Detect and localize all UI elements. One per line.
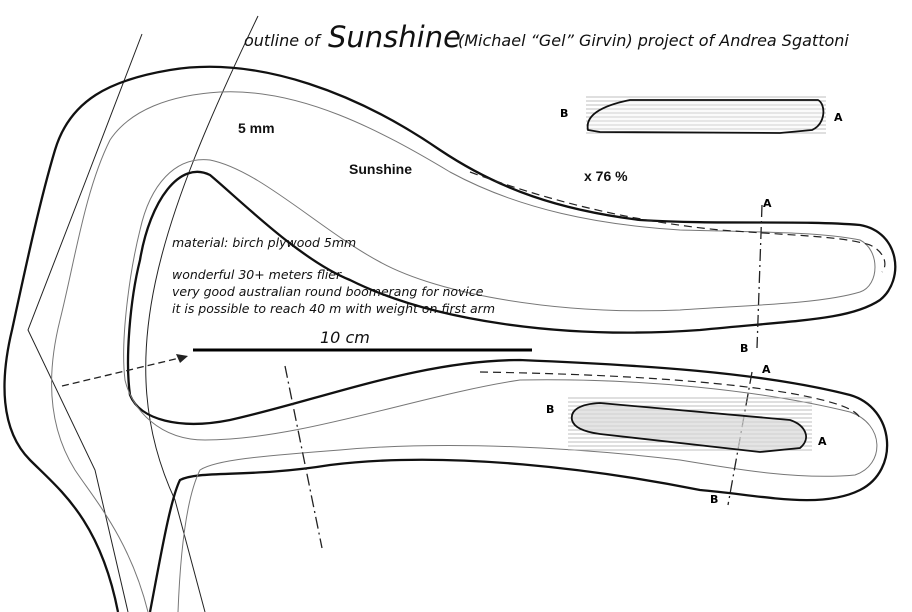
construction-line-right — [145, 15, 259, 612]
thickness-label: 5 mm — [238, 120, 275, 136]
label-lower-cut-a: A — [762, 363, 771, 376]
label-upper-cut-a: A — [763, 197, 772, 210]
note-line-2: very good australian round boomerang for… — [172, 284, 484, 299]
section-line-upper-a-b — [756, 204, 763, 349]
scale-label: x 76 % — [584, 168, 628, 184]
boomerang-outer-outline — [3, 65, 897, 612]
label-profile-bottom-a: A — [818, 435, 827, 448]
title-suffix: (Michael “Gel” Girvin) project of Andrea… — [458, 31, 849, 50]
dashed-edge-lines — [469, 171, 886, 419]
title-prefix: outline of — [244, 31, 320, 50]
label-profile-bottom-b: B — [546, 403, 554, 416]
note-material: material: birch plywood 5mm — [172, 235, 357, 250]
label-profile-top-a: A — [834, 111, 843, 124]
dashed-edge-lower — [479, 371, 861, 419]
construction-line-left — [27, 33, 143, 612]
label-lower-cut-b: B — [710, 493, 718, 506]
section-letters: B A B A A B A B — [546, 107, 843, 506]
title-name: Sunshine — [328, 20, 461, 54]
note-line-1: wonderful 30+ meters flier — [172, 267, 342, 282]
note-line-3: it is possible to reach 40 m with weight… — [172, 301, 495, 316]
model-label: Sunshine — [349, 161, 413, 177]
profile-top — [586, 96, 826, 134]
boomerang-inner-outline — [51, 91, 878, 612]
label-profile-top-b: B — [560, 107, 568, 120]
profile-bottom — [568, 397, 812, 453]
profile-top-shape — [586, 99, 825, 134]
notes-block: material: birch plywood 5mm wonderful 30… — [172, 234, 495, 317]
ruler-label: 10 cm — [320, 328, 370, 347]
dashed-edge-upper — [469, 171, 886, 273]
profile-bottom-shape — [570, 402, 807, 453]
section-line-elbow — [284, 365, 323, 549]
construction-lines — [27, 15, 259, 612]
elbow-arrow — [61, 354, 189, 387]
label-upper-cut-b: B — [740, 342, 748, 355]
